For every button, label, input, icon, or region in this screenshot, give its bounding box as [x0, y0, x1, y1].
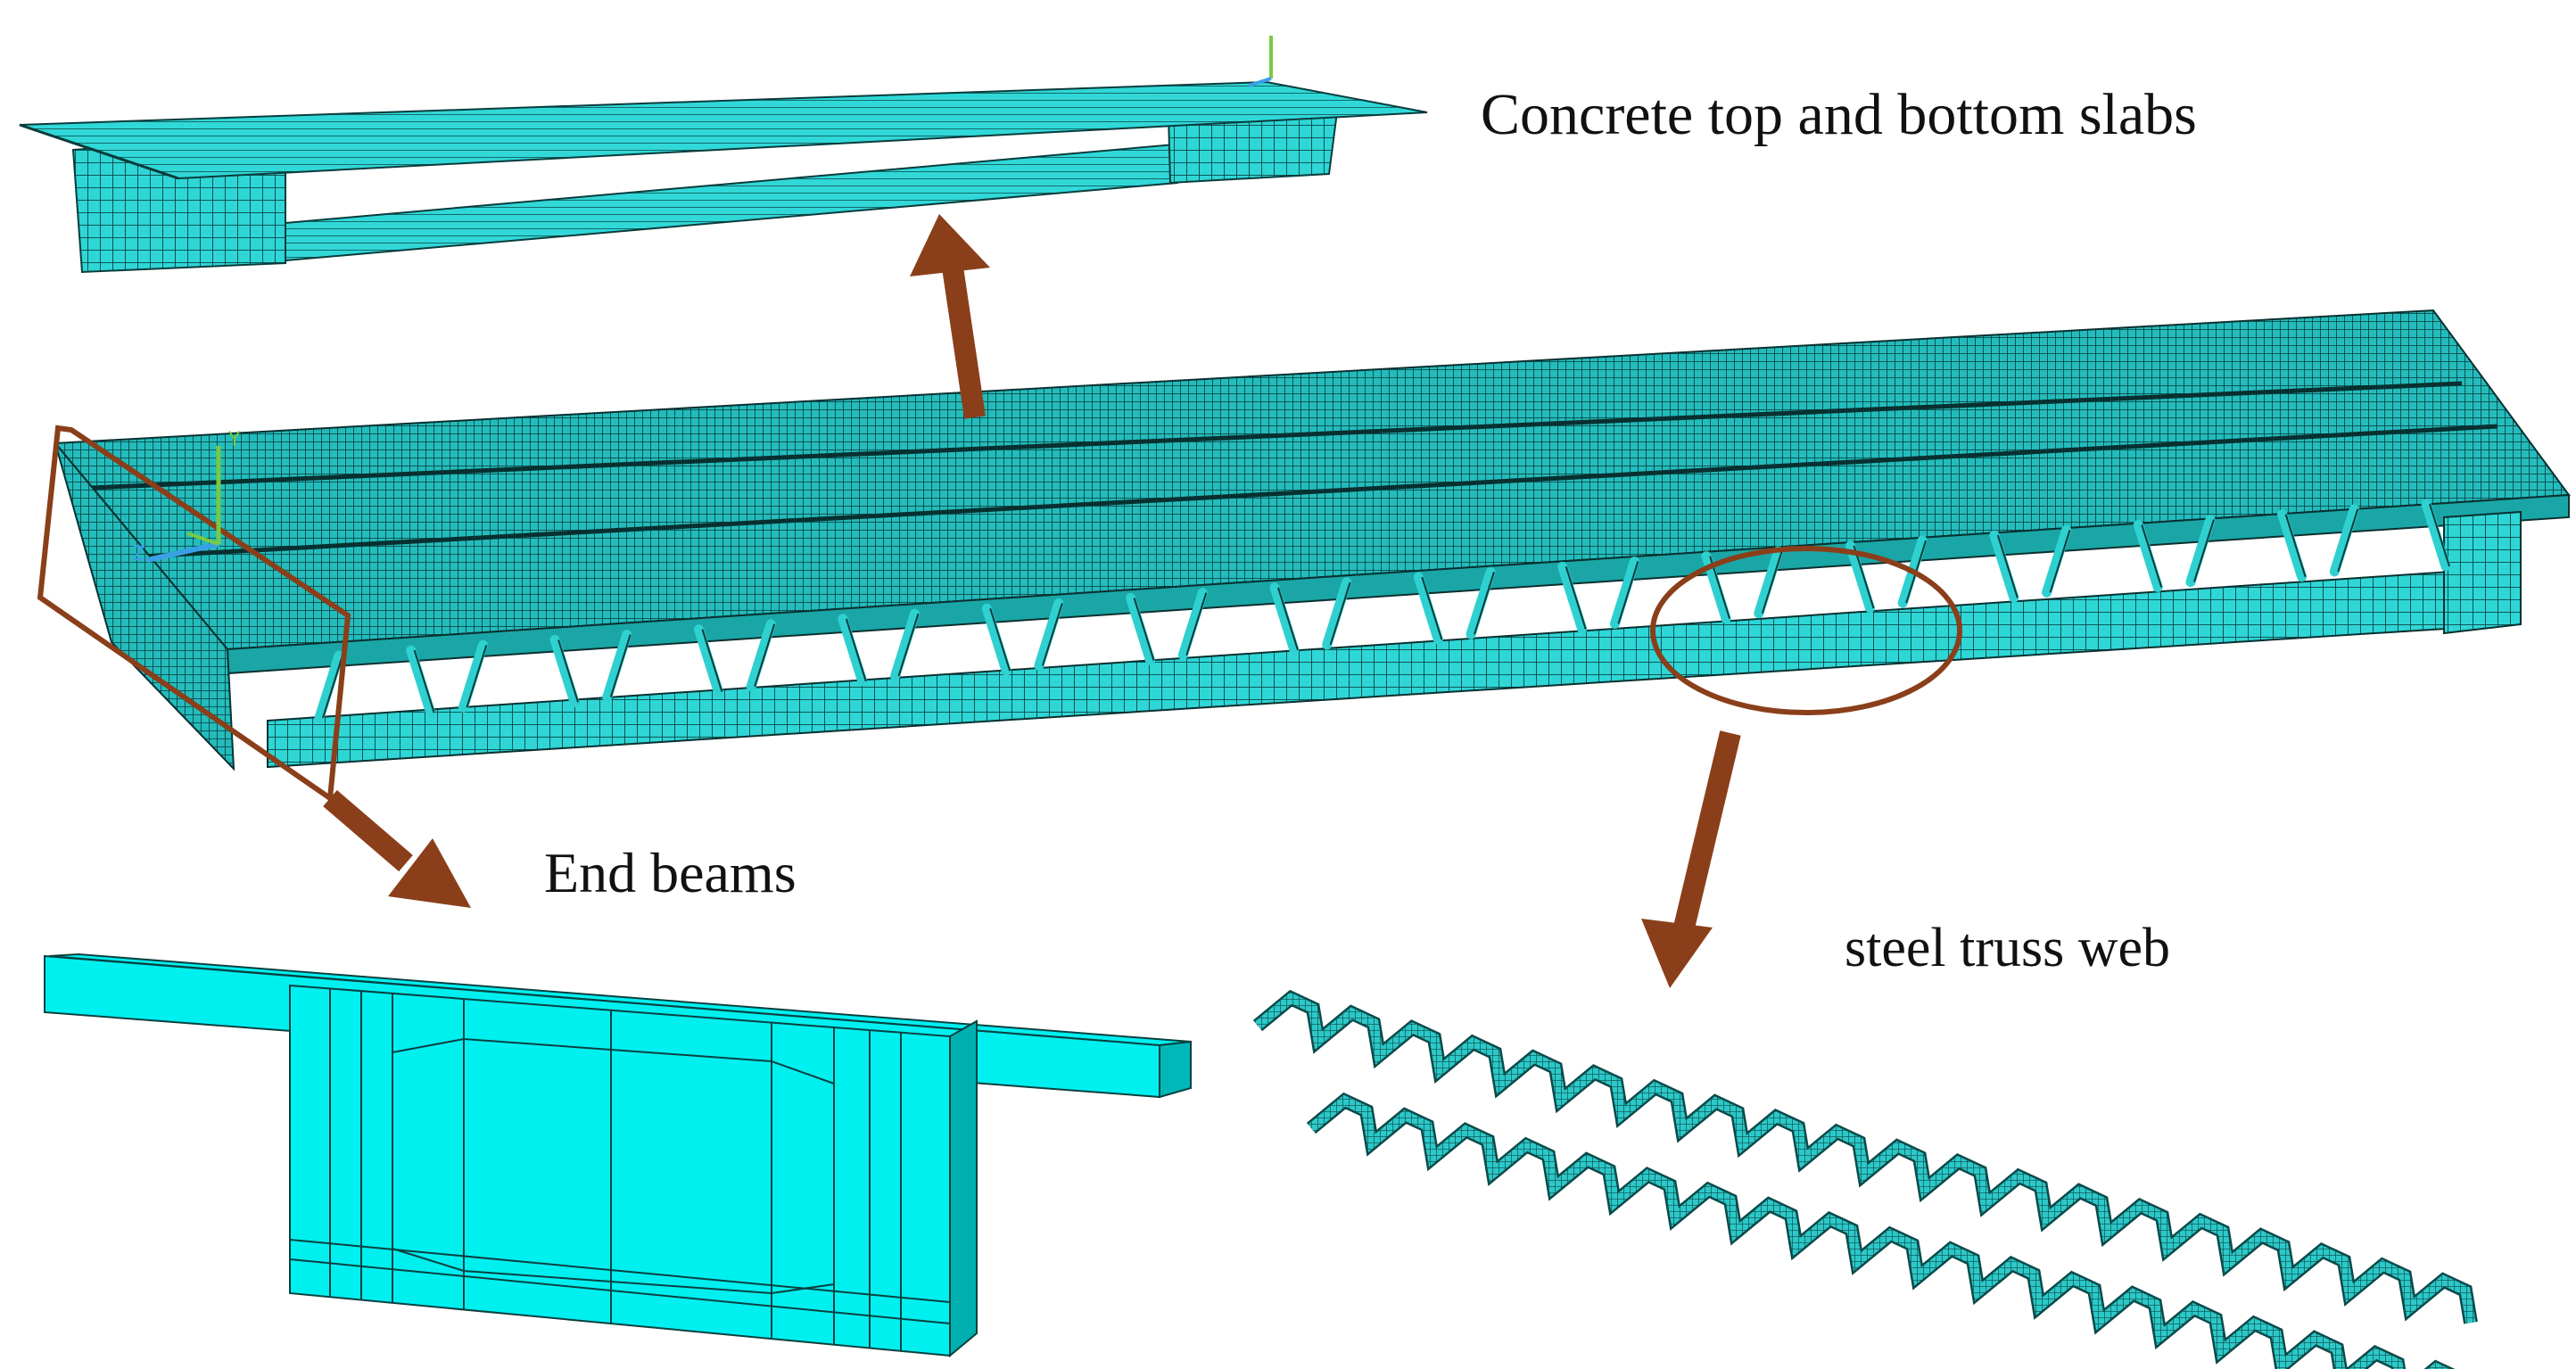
deck-left-end [54, 442, 235, 771]
truss-diagonal-edge [1277, 587, 1299, 651]
truss-diagonal [838, 614, 868, 687]
truss-diagonal [1845, 540, 1875, 614]
truss-diagonal [1126, 593, 1156, 666]
truss-diagonal-edge [322, 655, 343, 719]
truss-diagonal-edge [609, 634, 632, 697]
truss-diagonal-edge [1996, 534, 2019, 598]
truss-diagonal-edge [2049, 530, 2071, 593]
deck-right-end [2443, 510, 2522, 635]
truss-diagonal-edge [1421, 576, 1443, 640]
truss-diagonal-edge [1474, 571, 1495, 635]
truss-zigzag-outline [1306, 1092, 2456, 1369]
truss-diagonal [1557, 561, 1588, 634]
end-beam-model [44, 953, 1192, 1358]
truss-diagonal [1754, 546, 1784, 619]
label-concrete-slabs: Concrete top and bottom slabs [1481, 82, 2197, 147]
coordinate-axes-icon [1248, 36, 1273, 87]
truss-diagonal [746, 619, 776, 692]
truss-diagonal-edge [701, 629, 723, 692]
truss-diagonal [1269, 582, 1300, 656]
arrow-to-slabs [942, 266, 986, 419]
truss-diagonal [406, 645, 436, 718]
end-beam-highlight [37, 425, 351, 804]
concrete-slabs-model [19, 36, 1428, 274]
truss-diagonal [1989, 530, 2019, 603]
annotation-arrows [323, 214, 1741, 988]
truss-diagonal-edge [1185, 592, 1208, 656]
truss-diagonal [1466, 566, 1496, 639]
svg-text:Z: Z [132, 543, 145, 565]
truss-diagonal-edge [2337, 508, 2359, 573]
coordinate-axes-icon: Y Z [132, 429, 241, 565]
truss-diagonal-edge [2429, 503, 2450, 567]
truss-diagonal [1322, 577, 1352, 650]
label-end-beams: End beams [544, 841, 797, 904]
truss-diagonal-edge [2141, 524, 2163, 588]
truss-diagonal [693, 624, 723, 697]
truss-diagonal-edge [466, 644, 488, 708]
truss-diagonal [1609, 556, 1639, 629]
truss-diagonal-edge [1617, 561, 1639, 624]
bridge-truss-diagonals [314, 499, 2451, 723]
truss-diagonal-edge [1133, 598, 1155, 661]
truss-diagonal [458, 639, 488, 713]
truss-diagonal-edge [845, 618, 867, 682]
truss-diagonal-edge [1041, 603, 1063, 666]
truss-diagonal [2421, 499, 2451, 572]
truss-diagonal-edge [897, 613, 920, 677]
truss-diagonal-edge [557, 639, 580, 703]
label-steel-truss-web: steel truss web [1845, 918, 2171, 978]
truss-diagonal [981, 603, 1011, 676]
truss-diagonal [1034, 598, 1064, 671]
truss-diagonal-edge [1853, 545, 1875, 609]
bridge-full-model: Y Z [37, 309, 2571, 804]
truss-highlight-ellipse [1650, 546, 1962, 715]
truss-diagonal [2185, 515, 2216, 588]
truss-diagonal [2133, 519, 2163, 592]
svg-text:Y: Y [227, 429, 241, 451]
truss-diagonal [1413, 572, 1443, 645]
truss-diagonal [602, 630, 632, 703]
arrow-to-truss [1673, 730, 1741, 930]
truss-diagonal-edge [413, 649, 435, 713]
truss-diagonal-edge [1565, 566, 1587, 630]
truss-diagonal-edge [1761, 550, 1783, 614]
truss-diagonal-edge [754, 623, 776, 688]
truss-diagonal-edge [1329, 581, 1351, 646]
truss-zigzag [1308, 1094, 2450, 1369]
truss-diagonal-edge [2192, 519, 2215, 582]
truss-diagonal [2042, 524, 2072, 598]
truss-diagonal [314, 650, 344, 723]
truss-diagonal [2329, 504, 2359, 577]
arrow-to-end-beams [323, 789, 413, 872]
end-beam-body [289, 984, 951, 1357]
truss-diagonal-edge [2284, 514, 2307, 578]
truss-zigzag [1254, 992, 2476, 1324]
truss-diagonal-edge [989, 607, 1011, 672]
truss-diagonal [1177, 588, 1208, 661]
truss-diagonal [2277, 509, 2308, 582]
steel-truss-web-model [1252, 989, 2478, 1369]
truss-diagonal [890, 608, 921, 681]
truss-diagonal [549, 634, 580, 707]
